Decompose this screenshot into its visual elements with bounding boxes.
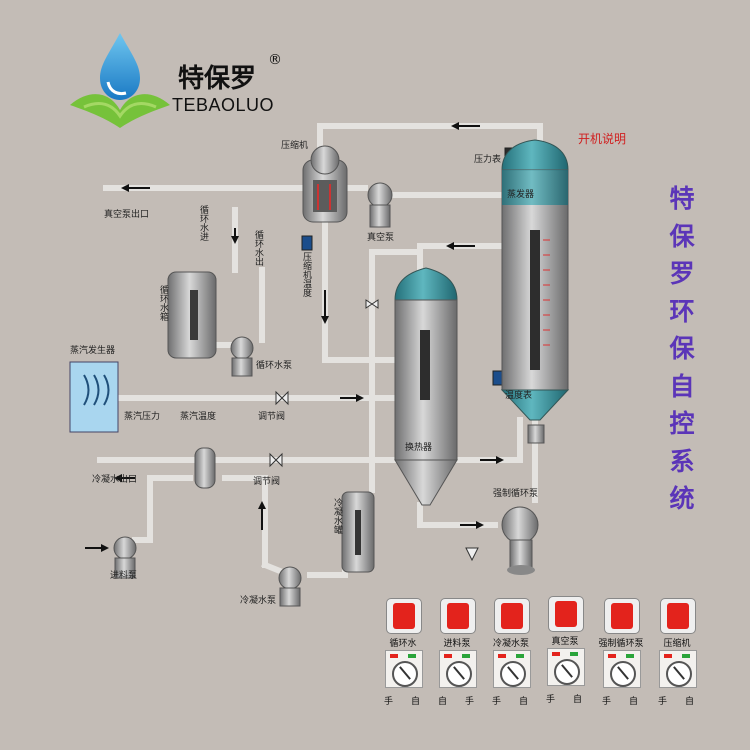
label-circ-water-in: 循环水进: [198, 205, 208, 241]
dial-knob-icon: [500, 661, 526, 687]
mode-label: 自: [685, 697, 695, 707]
control-label: 冷凝水泵: [492, 639, 529, 649]
label-condensate-tank: 冷凝水罐: [332, 498, 342, 534]
system-title-char: 保: [669, 221, 695, 251]
mode-label: 自: [438, 697, 448, 707]
mode-label: 手: [465, 697, 475, 707]
system-title: 特 保 罗 环 保 自 控 系 统: [662, 180, 702, 518]
mode-label: 自: [629, 697, 639, 707]
mode-label: 自: [519, 697, 529, 707]
mode-label: 手: [384, 697, 394, 707]
label-feed-pump: 进料泵: [110, 571, 138, 581]
mode-label: 手: [546, 695, 556, 705]
dial-knob-icon: [554, 659, 580, 685]
dial-knob-icon: [666, 661, 692, 687]
system-title-char: 特: [669, 184, 695, 213]
label-circ-tank: 循环水箱: [158, 285, 168, 321]
flowmeter: [194, 447, 216, 489]
control-condensate-pump: 冷凝水泵 手 自: [486, 598, 536, 718]
label-steam-temp: 蒸汽温度: [180, 412, 217, 422]
label-cooling-outlet: 冷凝水出口: [92, 475, 138, 485]
label-separator: 蒸发器: [507, 190, 535, 200]
system-title-char: 控: [669, 409, 695, 438]
condensate-tank: [341, 491, 375, 573]
dial-knob-icon: [446, 661, 472, 687]
label-steam-pressure: 蒸汽压力: [124, 412, 161, 422]
system-title-char: 保: [669, 334, 695, 363]
label-pressure-gauge: 压力表: [474, 155, 502, 165]
control-label: 真空泵: [551, 637, 579, 647]
mode-switch[interactable]: [547, 648, 585, 686]
system-title-char: 环: [669, 296, 695, 326]
mode-label: 手: [602, 697, 612, 707]
label-compressor: 压缩机: [281, 141, 309, 151]
mode-label: 自: [573, 695, 583, 705]
label-circ-pump: 循环水泵: [256, 361, 293, 371]
evaporator-column: [500, 139, 570, 444]
alarm-lamp: [386, 598, 422, 634]
dial-knob-icon: [392, 661, 418, 687]
label-condensate-pump: 冷凝水泵: [240, 596, 277, 606]
control-compressor: 压缩机 手 自: [652, 598, 702, 718]
control-label: 进料泵: [443, 639, 471, 649]
condensate-pump: [278, 566, 302, 607]
feed-pump: [113, 536, 137, 579]
mode-label: 手: [492, 697, 502, 707]
compressor-unit: [302, 145, 348, 223]
system-title-char: 罗: [669, 259, 695, 288]
label-regulating-valve-1: 调节阀: [258, 412, 286, 422]
system-title-char: 自: [669, 371, 695, 401]
logo-icon: [70, 33, 170, 128]
mode-switch[interactable]: [493, 650, 531, 688]
mode-switch[interactable]: [603, 650, 641, 688]
brand-name-en: TEBAOLUO: [172, 95, 275, 115]
valves: [269, 299, 479, 562]
control-vacuum-pump: 真空泵 手 自: [540, 596, 590, 716]
control-label: 强制循环泵: [598, 639, 644, 649]
mode-label: 自: [411, 697, 421, 707]
heat-exchanger-vessel: [394, 267, 458, 506]
label-forced-circ-pump: 强制循环泵: [493, 489, 539, 499]
system-title-char: 系: [669, 446, 695, 476]
mode-label: 手: [658, 697, 668, 707]
forced-circulation-pump: [501, 506, 539, 575]
alarm-lamp: [494, 598, 530, 634]
flow-arrows: [85, 122, 504, 552]
circulation-pump: [230, 336, 254, 377]
vacuum-pump: [367, 182, 393, 228]
label-vacuum-pump: 真空泵: [367, 233, 395, 243]
startup-instructions-link[interactable]: 开机说明: [578, 132, 627, 146]
compressor-temp-gauge-icon: [301, 235, 313, 251]
mode-switch[interactable]: [385, 650, 423, 688]
control-label: 循环水: [389, 639, 417, 649]
label-heat-exchanger: 换热器: [405, 443, 433, 453]
mode-switch[interactable]: [439, 650, 477, 688]
alarm-lamp: [604, 598, 640, 634]
control-label: 压缩机: [663, 639, 691, 649]
alarm-lamp: [660, 598, 696, 634]
label-temp-gauge: 温度表: [505, 391, 533, 401]
label-vacuum-outlet: 真空泵出口: [104, 210, 150, 220]
label-regulating-valve-2: 调节阀: [253, 477, 281, 487]
control-circulating-water: 循环水 手 自: [378, 598, 428, 718]
registered-mark: ®: [268, 52, 282, 68]
alarm-lamp: [548, 596, 584, 632]
dial-knob-icon: [610, 661, 636, 687]
steam-generator: [69, 361, 119, 433]
brand-name-cn: 特保罗: [178, 64, 257, 94]
circulation-tank: [167, 271, 217, 359]
control-forced-circ-pump: 强制循环泵 手 自: [596, 598, 646, 718]
control-feed-pump: 进料泵 自 手: [432, 598, 482, 718]
system-title-char: 统: [669, 484, 695, 513]
label-comp-temp: 压缩机温度: [301, 252, 311, 297]
label-circ-water-out: 循环水出: [253, 230, 263, 266]
label-steam-generator: 蒸汽发生器: [70, 346, 116, 356]
alarm-lamp: [440, 598, 476, 634]
mode-switch[interactable]: [659, 650, 697, 688]
